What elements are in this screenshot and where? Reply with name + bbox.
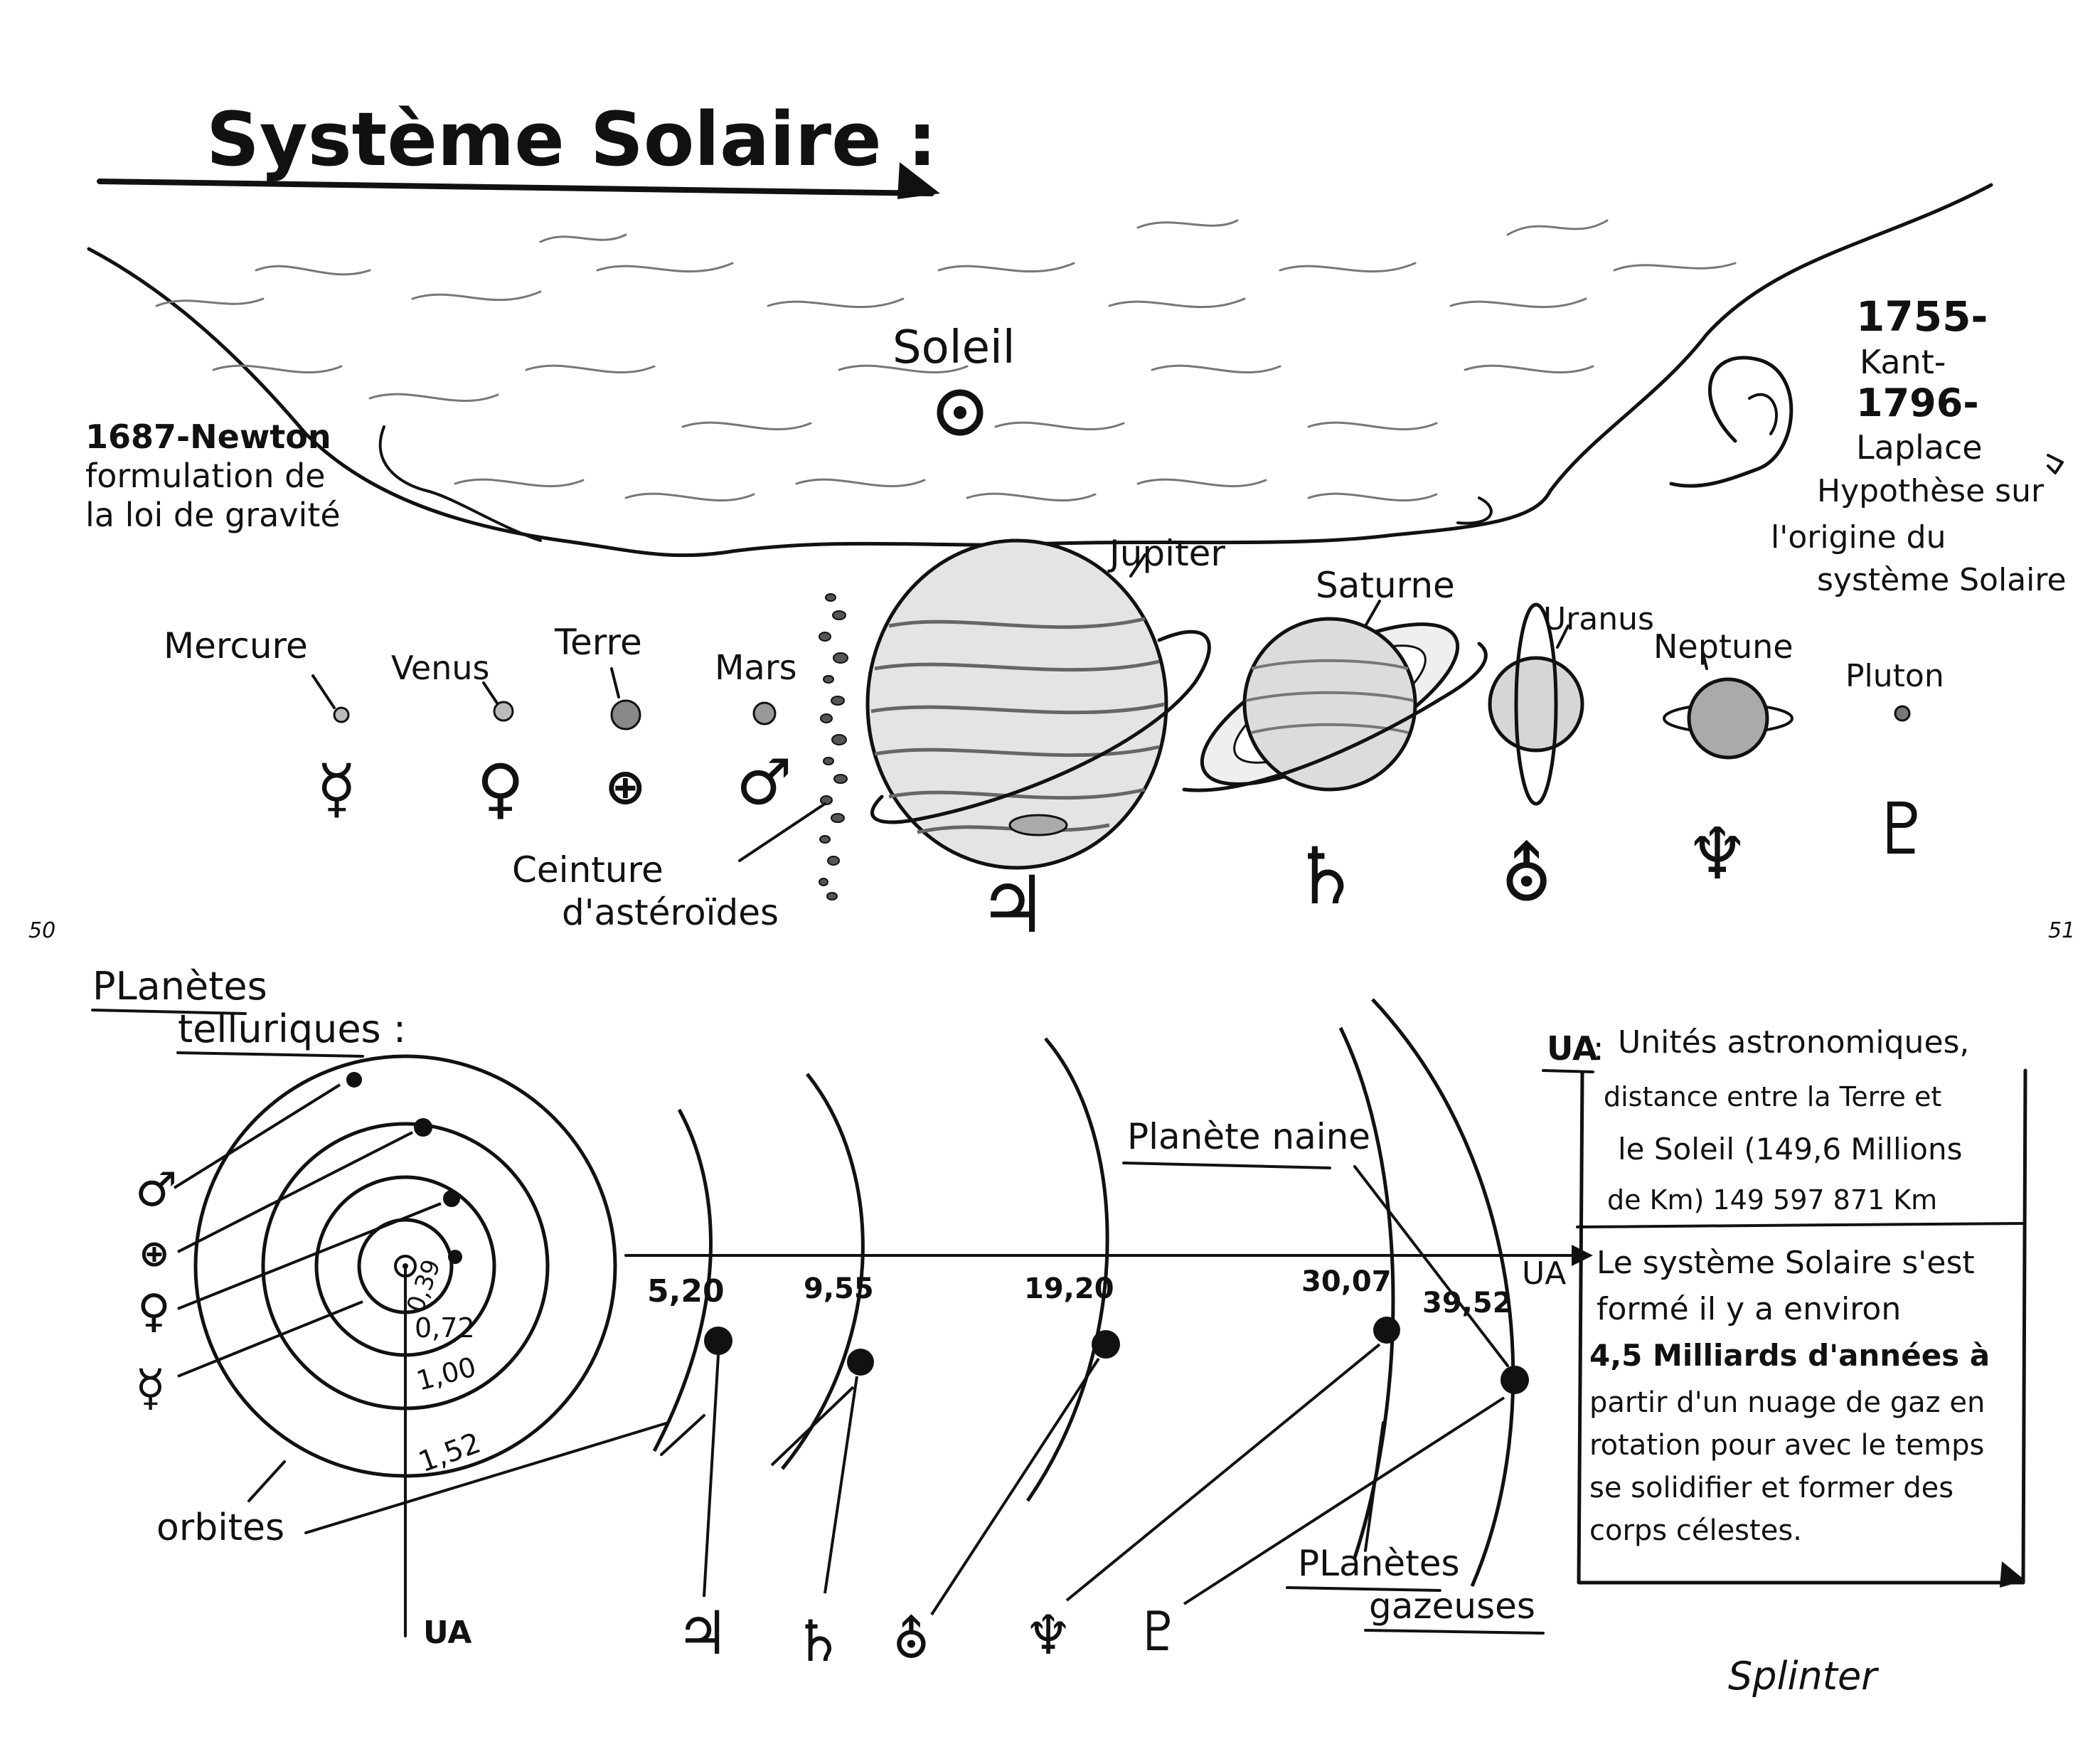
gaseous-label: gazeuses [1369,1585,1535,1627]
planet-terre: Terre ⊕ [554,622,646,816]
pluto-symbol-icon: ♇ [1134,1600,1183,1663]
note-line: Kant- [1860,343,1946,381]
sun-surface: Soleil [87,183,1993,558]
telluric-heading: telluriques : [178,1006,406,1051]
uranus-symbol-icon: ⛢ [1501,834,1552,917]
kant-laplace-note: 1755- Kant- 1796- Laplace Hypothèse sur … [1771,292,2067,598]
page-number-left: 50 [28,918,55,943]
ua-definition-line: le Soleil (149,6 Millions [1618,1132,1963,1167]
arrow-icon [2000,1561,2025,1588]
formation-line: se solidifier et former des [1589,1472,1954,1504]
formation-line: formé il y a environ [1597,1291,1901,1327]
mars-symbol-icon: ♂ [736,745,792,819]
distance-label: 5,20 [647,1273,725,1309]
note-line: formulation de [85,457,326,495]
planet-label: Pluton [1845,658,1944,694]
gaseous-label: PLanètes [1298,1543,1460,1584]
asteroid-belt-label: Ceinture [512,849,663,891]
distance-label: 19,20 [1024,1272,1114,1305]
pluto-symbol-icon: ♇ [1870,787,1934,871]
asteroid-belt-label: d'astéroïdes [562,892,779,933]
ua-definition-note: UA : Unités astronomiques, distance entr… [1542,1024,2027,1585]
newton-note: 1687-Newton formulation de la loi de gra… [85,418,341,534]
sun-symbol-icon [937,389,984,436]
earth-symbol-icon: ⊕ [139,1233,170,1275]
planet-label: Mercure [164,625,308,666]
note-line: système Solaire [1817,562,2067,598]
planet-row: Mercure ☿ Venus ♀ Terre ⊕ Mars ♂ [164,533,1944,950]
distance-label: 1,00 [413,1351,479,1396]
distance-label: 30,07 [1301,1265,1392,1298]
colon-mark: : [1593,1029,1604,1068]
formation-line: 4,5 Milliards d'années à [1589,1338,1990,1373]
note-line: 1687-Newton [85,418,331,456]
formation-line: Le système Solaire s'est [1597,1245,1975,1281]
planet-label: Uranus [1543,601,1654,637]
asteroid-belt: Ceinture d'astéroïdes [512,593,848,933]
planet-label: Jupiter [1107,533,1225,574]
mercury-symbol-icon: ☿ [135,1359,166,1417]
jupiter-symbol-icon: ♃ [978,859,1048,950]
formation-line: partir d'un nuage de gaz en [1589,1386,1985,1419]
ua-definition-line: Unités astronomiques, [1618,1024,1969,1061]
title-arrow [897,162,940,199]
planet-mercure: Mercure ☿ [164,625,356,827]
arrow-icon [2047,454,2064,474]
ua-definition-line: distance entre la Terre et [1604,1081,1941,1112]
planet-label: Neptune [1653,627,1793,666]
planet-mars: Mars ♂ [715,648,797,819]
formation-note: Le système Solaire s'est formé il y a en… [1589,1245,2025,1588]
formation-line: rotation pour avec le temps [1589,1429,1984,1462]
page-title: Système Solaire : [206,96,937,183]
planet-label: Venus [391,649,489,687]
note-line: 1796- [1856,381,1979,425]
planet-pluton: Pluton ♇ [1845,658,1944,871]
ua-term: UA [1547,1029,1598,1068]
title-underline [97,179,934,196]
orbits-label: orbites [156,1507,284,1549]
note-line: 1755- [1856,292,1988,341]
mars-symbol-icon: ♂ [135,1162,177,1217]
planet-jupiter: Jupiter ♃ [865,533,1225,950]
planet-label: Terre [554,622,642,663]
mercury-symbol-icon: ☿ [316,750,356,827]
distance-label: 0,39 [401,1255,446,1316]
planet-label: Saturne [1316,565,1455,606]
jupiter-symbol-icon: ♃ [676,1598,729,1668]
dwarf-planet-label: Planète naine [1127,1116,1370,1157]
planet-uranus: Uranus ⛢ [1488,601,1654,917]
planet-label: Mars [715,648,797,688]
signature: Splinter [1728,1654,1879,1699]
planet-saturne: Saturne ♄ [1182,565,1488,922]
earth-symbol-icon: ⊕ [604,758,646,816]
distance-label: 0,72 [415,1312,475,1344]
uranus-symbol-icon: ⛢ [892,1610,930,1669]
telluric-orbits: PLanètes telluriques : UA 0,39 0,72 1,00… [91,964,705,1651]
formation-line: corps célestes. [1589,1514,1802,1547]
gaseous-axis-label: UA [1522,1255,1566,1292]
neptune-symbol-icon: ♆ [1024,1603,1072,1667]
saturn-symbol-icon: ♄ [1291,831,1361,922]
note-line: Laplace [1856,428,1983,467]
telluric-heading: PLanètes [92,964,267,1009]
neptune-symbol-icon: ♆ [1685,812,1749,896]
planet-neptune: Neptune ♆ [1653,627,1793,896]
distance-label: 9,55 [804,1272,874,1305]
venus-symbol-icon: ♀ [476,750,524,827]
gaseous-orbits: UA 5,20 9,55 19,20 30,07 39,52 [624,998,1593,1674]
page-number-right: 51 [2048,918,2075,943]
telluric-axis-label: UA [423,1615,471,1651]
note-line: l'origine du [1771,519,1946,556]
ua-definition-line: de Km) 149 597 871 Km [1607,1184,1937,1216]
note-line: la loi de gravité [85,496,341,534]
saturn-symbol-icon: ♄ [793,1608,844,1674]
planet-venus: Venus ♀ [391,649,524,827]
sun-label: Soleil [892,322,1016,374]
title-block: Système Solaire : [97,96,940,199]
venus-symbol-icon: ♀ [137,1285,171,1338]
note-line: Hypothèse sur [1817,473,2045,509]
